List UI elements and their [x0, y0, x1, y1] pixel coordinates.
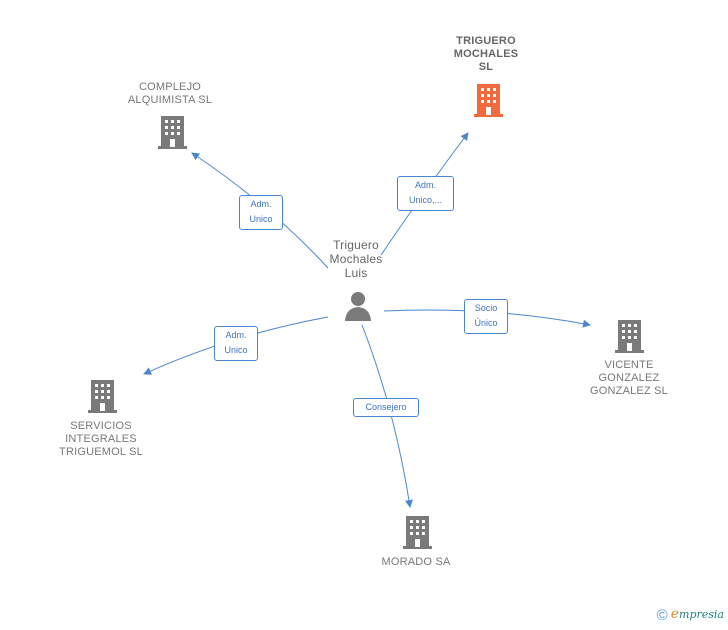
building-icon-servicios [88, 380, 117, 413]
copyright-icon: © [656, 607, 668, 624]
building-icon-triguero [474, 84, 503, 117]
edge-label-servicios: Adm. Unico [214, 326, 258, 361]
brand-e: e [670, 606, 680, 622]
company-label-complejo-alquimista[interactable]: COMPLEJO ALQUIMISTA SL [127, 81, 213, 106]
building-icon-complejo [158, 116, 187, 149]
company-label-servicios-integrales[interactable]: SERVICIOS INTEGRALES TRIGUEMOL SL [59, 420, 143, 458]
edge-label-triguero: Adm. Unico,... [397, 176, 454, 211]
person-node-label[interactable]: Triguero Mochales Luis [329, 238, 383, 280]
edge-label-morado: Consejero [353, 398, 419, 417]
company-label-triguero-mochales-sl[interactable]: TRIGUERO MOCHALES SL [453, 35, 519, 73]
brand-name: mpresia [679, 608, 724, 621]
edge-label-complejo: Adm. Unico [239, 195, 283, 230]
building-icon-morado [403, 516, 432, 549]
company-label-morado-sa[interactable]: MORADO SA [381, 556, 451, 568]
building-icon-vicente [615, 320, 644, 353]
company-label-vicente-gonzalez[interactable]: VICENTE GONZALEZ GONZALEZ SL [590, 359, 668, 397]
empresia-watermark: ©empresia [657, 606, 724, 624]
edge-label-vicente: Socio Único [464, 299, 508, 334]
person-icon [345, 292, 371, 321]
